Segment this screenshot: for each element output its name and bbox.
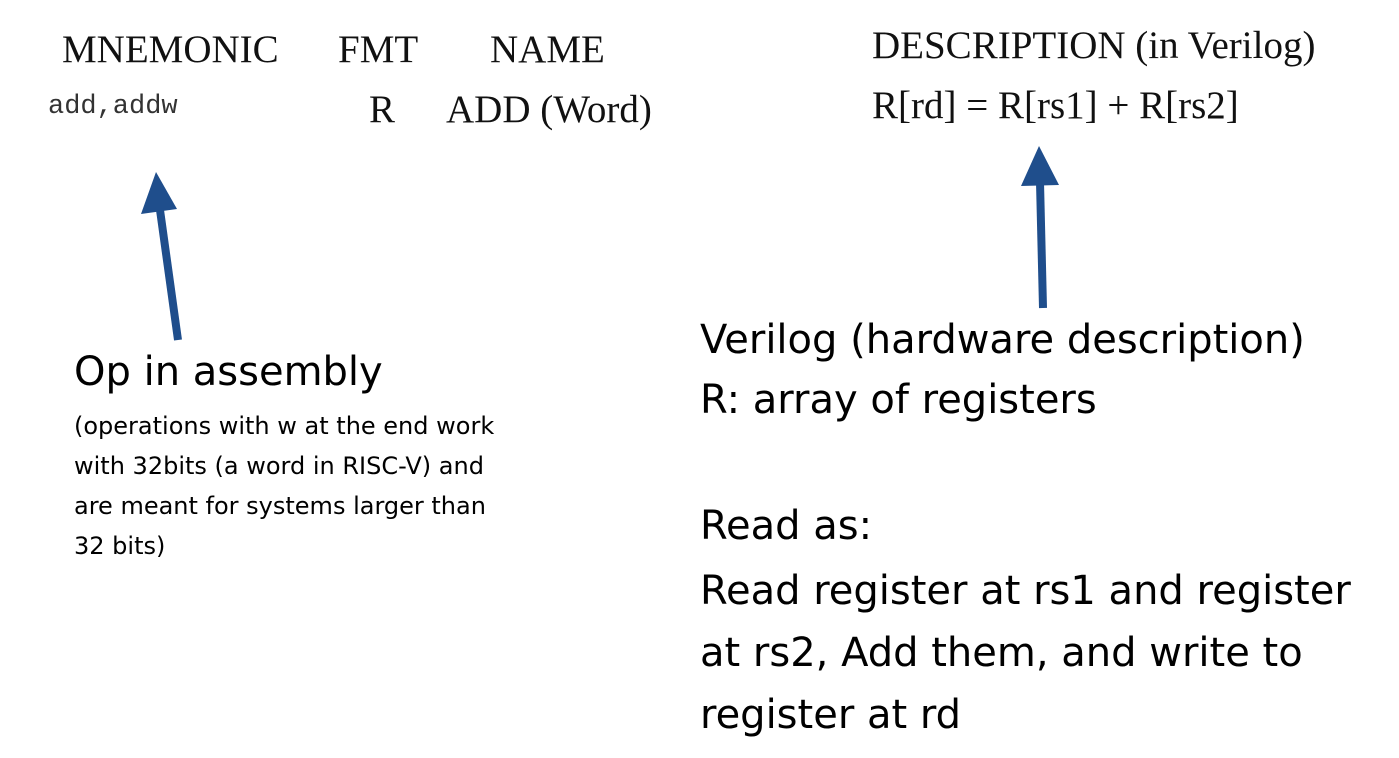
arrow-left [141,172,182,341]
annotation-word-ops-note: (operations with w at the end work with … [74,412,495,560]
header-fmt: FMT [338,28,419,71]
arrow-right [1021,146,1059,309]
arrow-left-head [141,172,177,214]
row-name: ADD (Word) [446,88,652,131]
annotation-op-in-assembly: Op in assembly [74,349,383,395]
arrow-right-shaft [1036,181,1047,309]
header-description: DESCRIPTION (in Verilog) [872,24,1316,67]
annotation-read-as: Read as: [700,503,873,549]
header-mnemonic: MNEMONIC [62,28,279,71]
row-description: R[rd] = R[rs1] + R[rs2] [872,84,1239,127]
annotation-register-array: R: array of registers [700,377,1097,423]
annotation-read-explanation: Read register at rs1 and register at rs2… [700,568,1351,738]
row-mnemonic: add,addw [48,92,178,122]
arrow-left-shaft [156,209,182,341]
arrow-right-head [1021,146,1059,186]
row-fmt: R [369,88,396,131]
header-name: NAME [490,28,605,71]
annotation-verilog: Verilog (hardware description) [700,317,1305,363]
